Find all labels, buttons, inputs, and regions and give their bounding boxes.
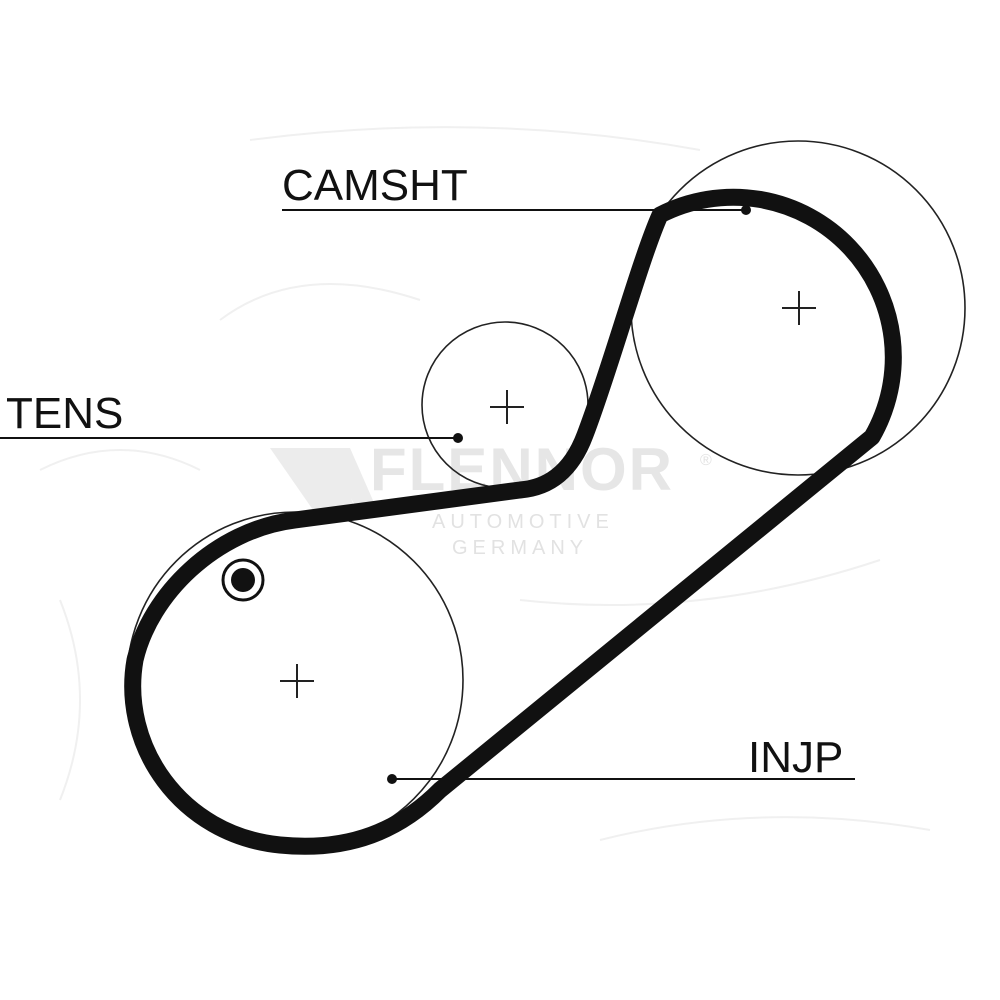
timing-belt (124, 188, 902, 855)
watermark-logo-icon-2 (320, 448, 375, 505)
timing-mark-icon (221, 558, 265, 602)
camshaft-leader (282, 205, 751, 215)
tensioner-leader (0, 433, 463, 443)
tensioner-label: TENS (6, 389, 123, 438)
injection-pump-leader (387, 774, 855, 784)
watermark-line2: GERMANY (452, 537, 588, 559)
tensioner-center-cross-icon (490, 390, 524, 424)
injection-pump-label: INJP (748, 733, 843, 782)
background-sketch (39, 126, 931, 841)
watermark-registered-mark: ® (700, 452, 717, 469)
camshaft-center-cross-icon (782, 291, 816, 325)
camshaft-label: CAMSHT (282, 161, 468, 210)
watermark-line1: AUTOMOTIVE (432, 511, 614, 533)
crankshaft-center-cross-icon (280, 664, 314, 698)
